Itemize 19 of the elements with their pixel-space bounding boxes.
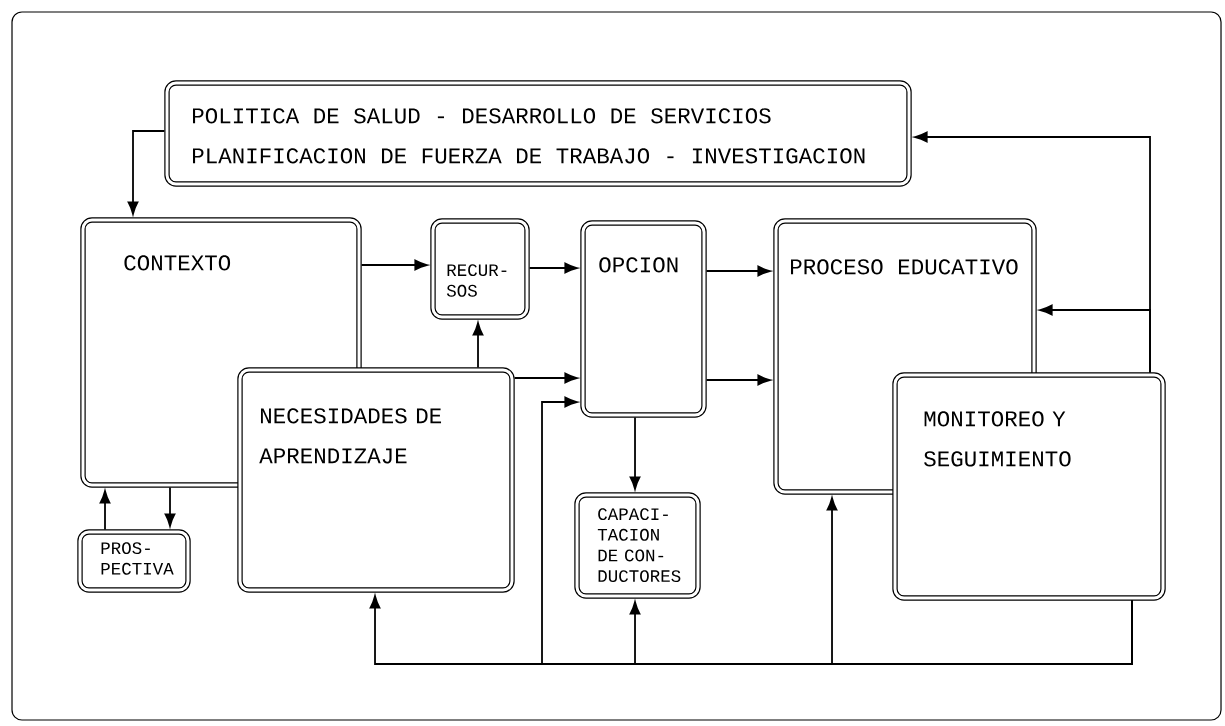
process-box: POLITICA DE SALUD - DESARROLLO DE SERVICIOS PLANIFICACION DE FUERZA DE TRABAJO - INVESTIGACION	[164, 80, 912, 187]
arrow	[360, 259, 428, 271]
arrow	[164, 486, 176, 527]
arrow	[472, 322, 484, 369]
process-box: MONITOREO Y SEGUIMIENTO	[892, 372, 1166, 601]
process-box: RECUR- SOS	[430, 218, 530, 320]
arrow	[826, 497, 1133, 665]
arrow	[705, 374, 771, 386]
arrow	[705, 265, 771, 277]
arrow	[528, 262, 578, 274]
arrow	[99, 490, 111, 531]
arrow	[1039, 304, 1151, 374]
process-box: PROS- PECTIVA	[77, 529, 191, 593]
arrow	[629, 416, 641, 490]
arrow	[513, 372, 578, 384]
arrow	[127, 130, 166, 215]
process-box: OPCION	[580, 220, 707, 418]
process-box: CAPACI- TACION DE CON- DUCTORES	[574, 492, 701, 599]
process-box: NECESIDADES DE APRENDIZAJE	[237, 367, 515, 593]
